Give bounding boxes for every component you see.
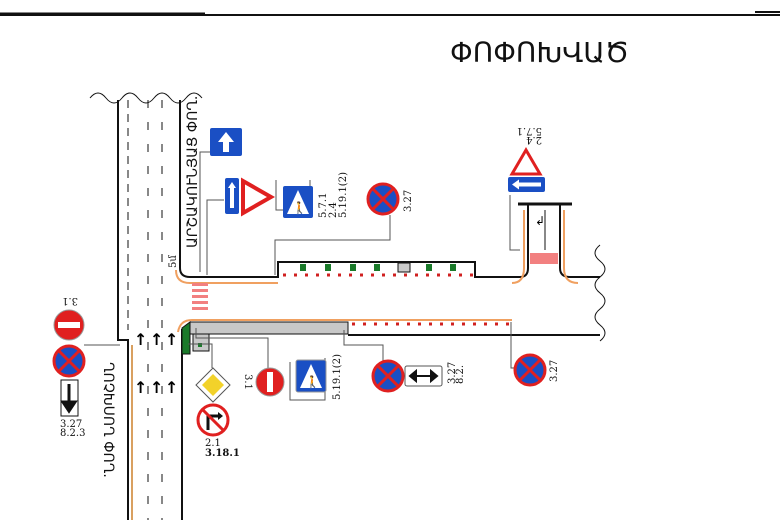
svg-text:↑: ↑ [134, 378, 147, 397]
distance-label: 5մ [168, 255, 179, 268]
no-parking-sign-icon [52, 344, 86, 378]
sign-label: 5.19.1(2) [332, 354, 343, 400]
svg-text:↑: ↑ [134, 330, 147, 349]
svg-text:🚶: 🚶 [305, 375, 320, 389]
lane-arrows: ↑↑↑ ↑↑↑ [134, 330, 178, 397]
sign-label: 2.4 [526, 134, 542, 145]
lane-sign-icon [225, 178, 239, 214]
sign-label: 3.18.1 [205, 448, 240, 459]
sign-label: 5.7.1 [517, 125, 542, 136]
sign-label: 3.1 [242, 374, 253, 390]
island [181, 321, 191, 355]
arrow-down-plate-icon [60, 379, 79, 417]
sidewalk [189, 321, 349, 335]
svg-text:↑: ↑ [150, 330, 163, 349]
double-arrow-plate-icon [404, 365, 443, 387]
parking-spots [300, 262, 456, 273]
svg-text:↑: ↑ [150, 378, 163, 397]
no-entry-sign-icon [53, 309, 85, 341]
crosswalk [530, 253, 558, 264]
no-parking-sign-icon [371, 359, 405, 393]
no-right-turn-sign-icon [196, 403, 230, 437]
sign-label: 3.27 [60, 419, 82, 430]
svg-text:↑: ↑ [165, 330, 178, 349]
turn-arrow-icon: ↲ [535, 214, 545, 228]
sign-label: 2.4 [328, 202, 339, 218]
sign-label: 3.27 [403, 190, 414, 212]
sign-label: 2.1 [205, 438, 221, 449]
sign-label: 8.2.3 [60, 428, 85, 439]
page-title: ՓՈՓՈԽՎԱԾ [450, 36, 629, 69]
one-way-sign-icon [210, 128, 242, 156]
sign-label: 8.2. [455, 365, 466, 384]
svg-text:🚶: 🚶 [292, 201, 307, 215]
priority-road-sign-icon [195, 367, 231, 403]
street-name-top: ԱՐՇԱԿՈՒՆՅԱՑ ՓՈՂ. [185, 96, 201, 248]
sign-label: 5.19.1(2) [338, 172, 349, 218]
triangle-sign-icon [509, 147, 543, 176]
sign-label: 3.27 [447, 362, 458, 384]
svg-text:↑: ↑ [165, 378, 178, 397]
sign-label: 3.27 [549, 360, 560, 382]
road-break-top [89, 92, 203, 104]
road-break-right [594, 244, 606, 342]
no-parking-sign-icon [513, 353, 547, 387]
no-parking-sign-icon [366, 182, 400, 216]
crosswalk-main [192, 283, 208, 310]
street-name-left: ՂՈՉԽՍՈՂ ՓՈՂ. [100, 362, 116, 478]
no-entry-sign-icon [255, 367, 285, 397]
pedestrian-crossing-sign-icon: 🚶 [283, 186, 313, 218]
sign-label: 5.7.1 [318, 193, 329, 218]
yield-sign-icon [241, 177, 276, 217]
one-way-left-sign-icon [508, 177, 545, 192]
pedestrian-crossing-sign-icon: 🚶 [295, 359, 327, 393]
sign-label: 3.1 [62, 295, 78, 306]
